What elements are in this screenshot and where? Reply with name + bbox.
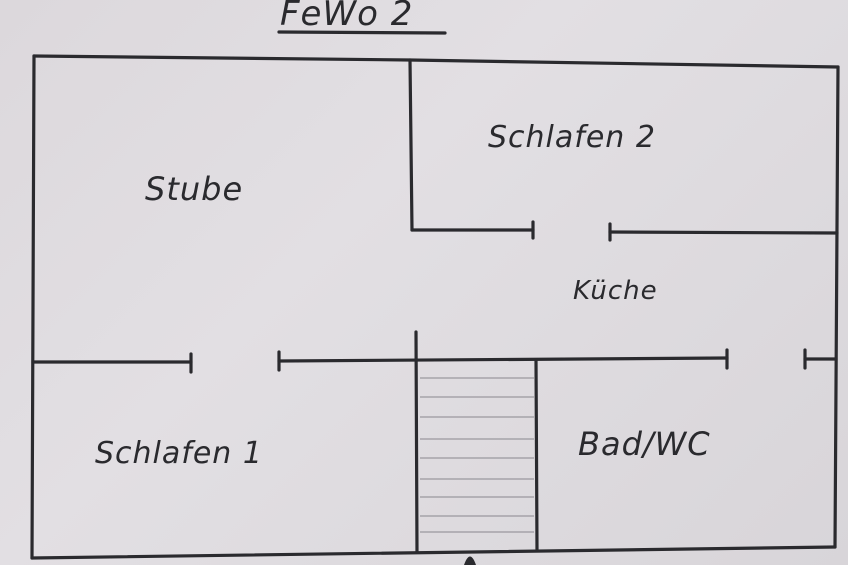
wall-schlafen2-bottom-right xyxy=(608,230,839,235)
plan-title: FeWo 2 xyxy=(280,0,414,34)
room-label-stube: Stube xyxy=(145,170,244,208)
outer-wall-right xyxy=(833,65,840,549)
room-label-schlafen-2: Schlafen 2 xyxy=(488,120,656,155)
wall-stair-left xyxy=(414,330,419,554)
outer-wall-top xyxy=(32,54,840,69)
wall-stair-right xyxy=(534,358,539,551)
stair-treads xyxy=(420,377,534,533)
room-label-bad-wc: Bad/WC xyxy=(578,425,711,463)
entrance-arrow-icon xyxy=(464,556,476,565)
outer-wall-bottom xyxy=(30,545,837,560)
outer-wall-left xyxy=(30,54,36,560)
wall-schlafen2-left xyxy=(408,58,414,232)
room-label-schlafen-1: Schlafen 1 xyxy=(95,436,263,471)
wall-middle-center xyxy=(277,356,729,363)
room-label-kueche: Küche xyxy=(573,276,658,306)
title-underline xyxy=(277,30,447,35)
